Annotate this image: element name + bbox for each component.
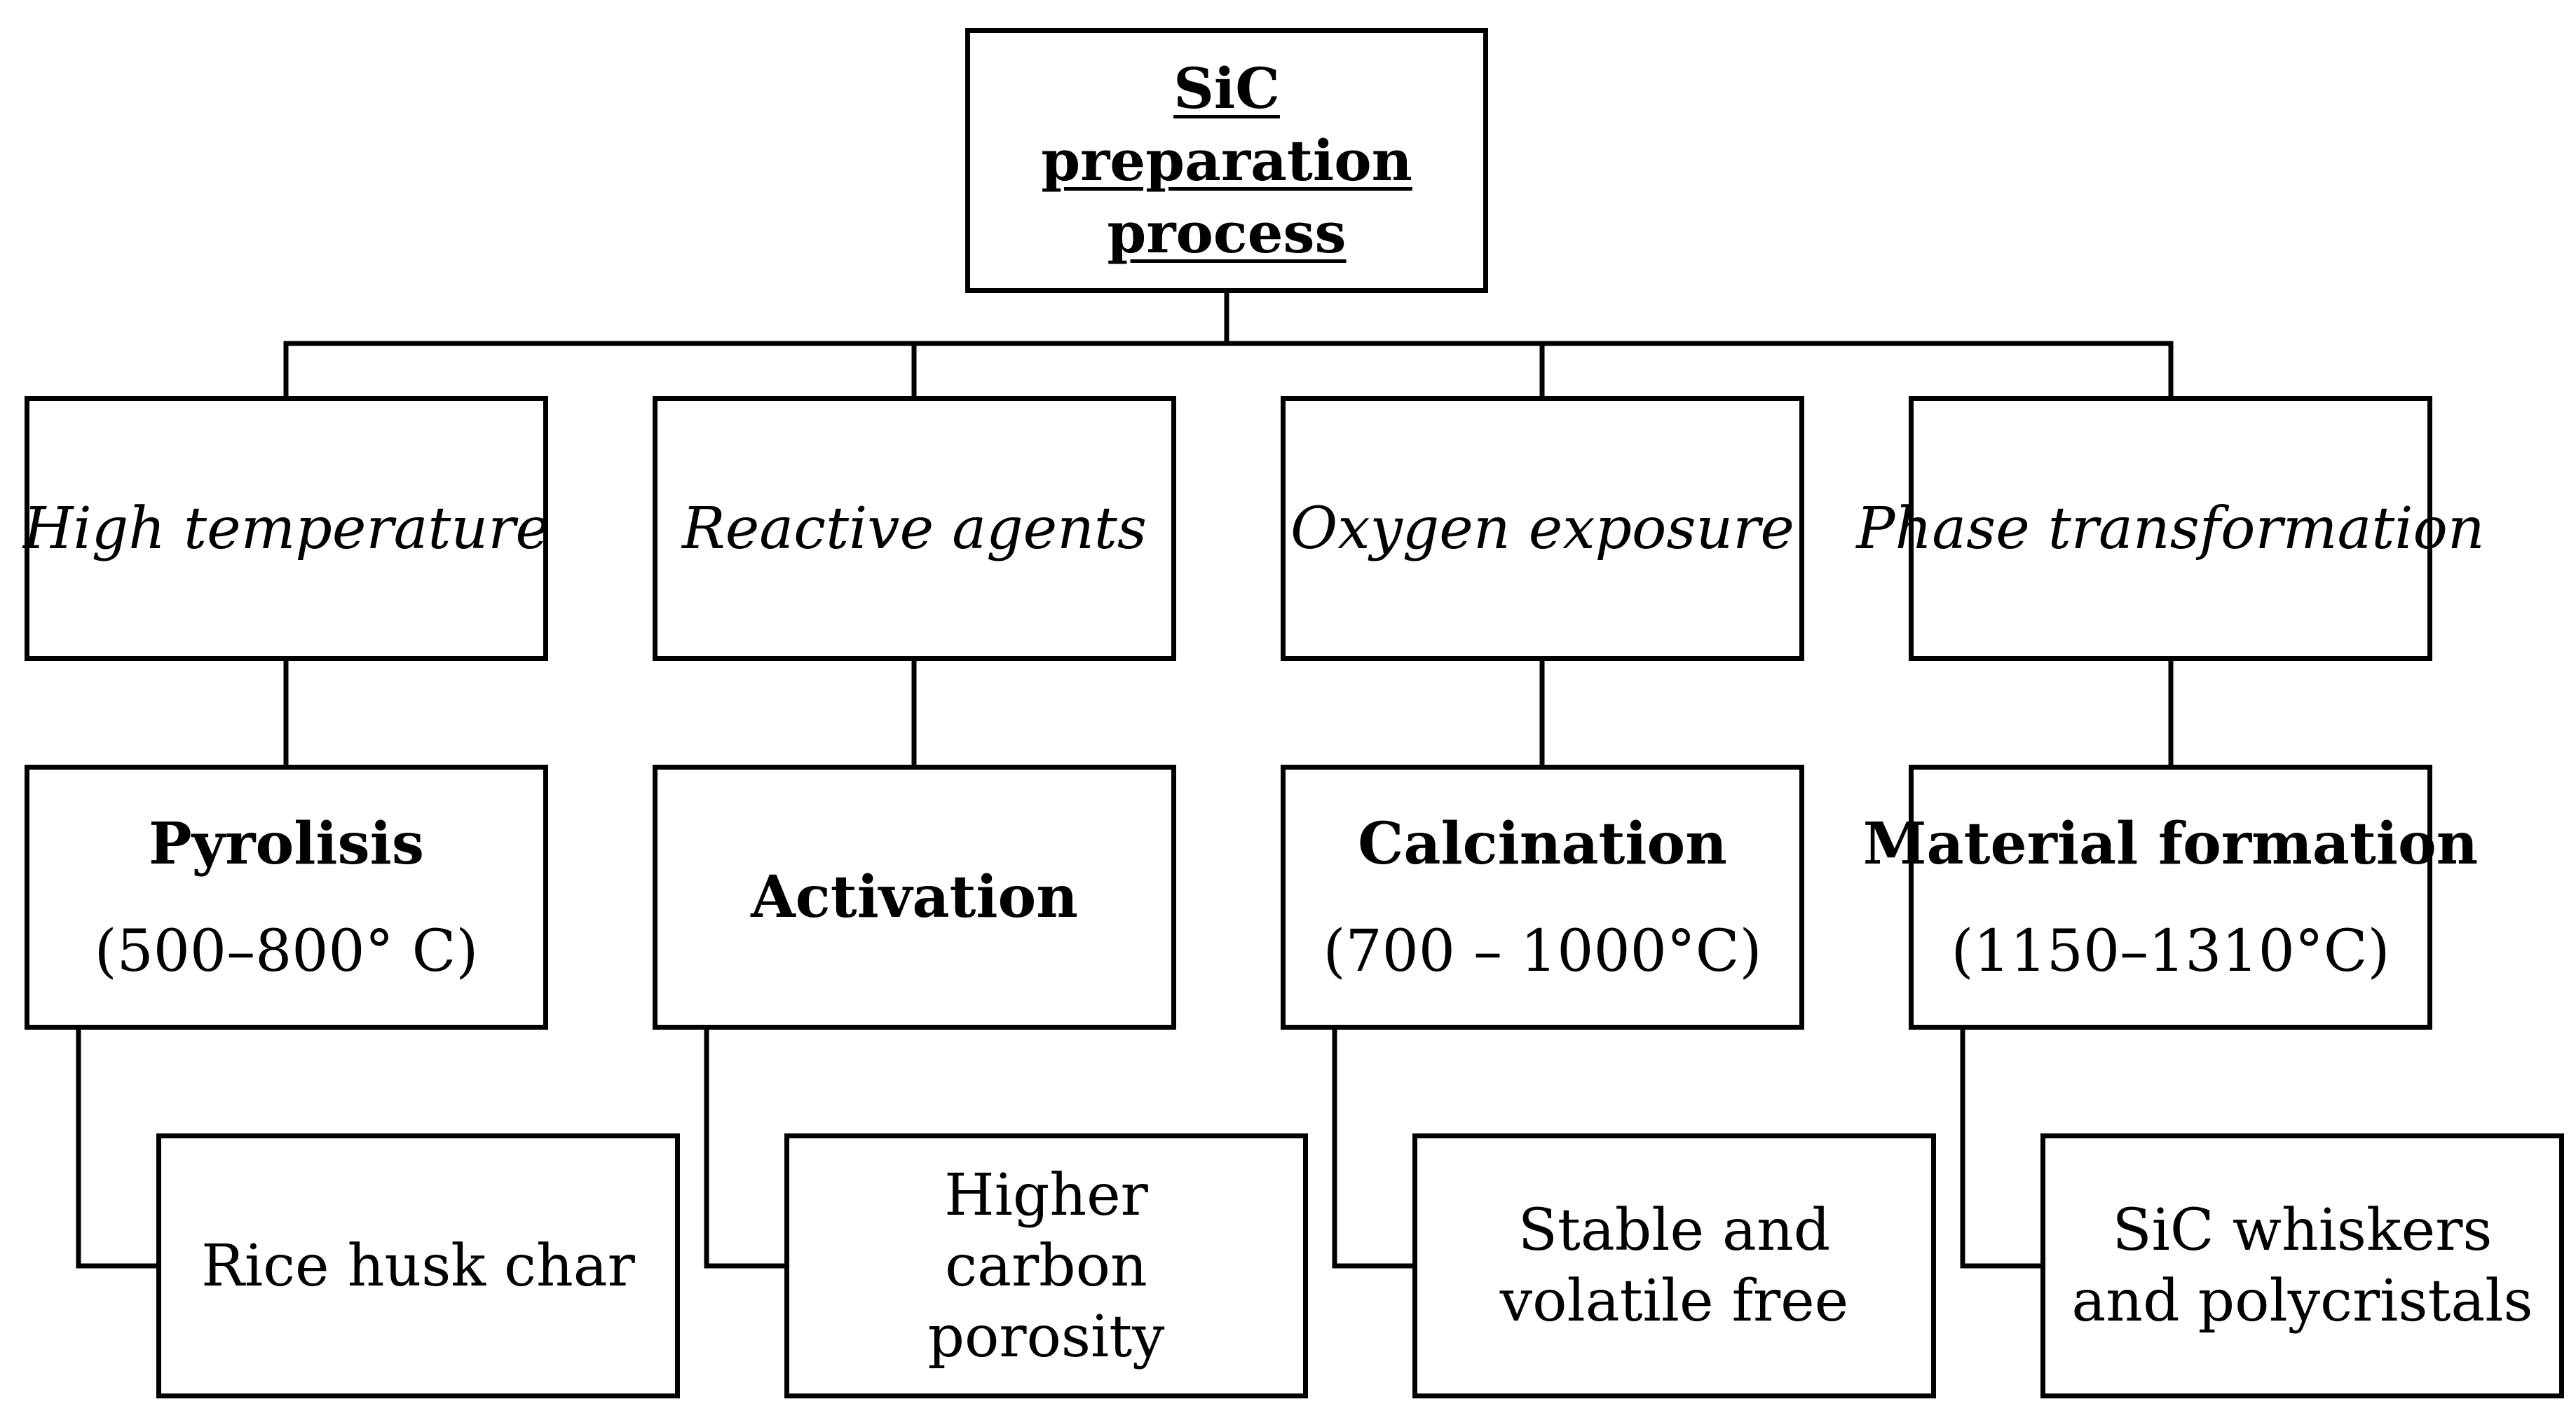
- result-label: Rice husk char: [201, 1232, 635, 1300]
- result-node-rice-husk-char: Rice husk char: [156, 1133, 680, 1398]
- connector-step-2-to-result-2: [1332, 1027, 1415, 1269]
- step-node-activation: Activation: [653, 765, 1176, 1030]
- step-temperature: (500–800° C): [94, 918, 479, 985]
- result-label: Higher carbon porosity: [927, 1161, 1165, 1370]
- step-name: Activation: [751, 864, 1078, 931]
- root-title: SiC preparation process: [1041, 55, 1412, 266]
- step-node-material-formation: Material formation (1150–1310°C): [1863, 765, 2478, 1030]
- result-label: Stable and volatile free: [1499, 1197, 1849, 1335]
- connector-step-3-to-result-3: [1960, 1027, 2043, 1269]
- root-node: SiC preparation process: [965, 28, 1488, 293]
- factor-label: High temperature: [23, 495, 550, 562]
- step-node-pyrolisis: Pyrolisis (500–800° C): [25, 765, 548, 1030]
- result-node-higher-carbon-porosity: Higher carbon porosity: [784, 1133, 1308, 1398]
- connector-step-1-to-result-1: [704, 1027, 787, 1269]
- result-node-stable-volatile-free: Stable and volatile free: [1412, 1133, 1936, 1398]
- factor-label: Oxygen exposure: [1290, 495, 1794, 562]
- factor-node-high-temperature: High temperature: [23, 396, 550, 661]
- factor-label: Phase transformation: [1856, 495, 2485, 562]
- step-name: Calcination: [1358, 810, 1727, 878]
- factor-node-reactive-agents: Reactive agents: [653, 396, 1176, 661]
- step-node-calcination: Calcination (700 – 1000°C): [1281, 765, 1804, 1030]
- factor-node-oxygen-exposure: Oxygen exposure: [1281, 396, 1804, 661]
- factor-label: Reactive agents: [682, 495, 1147, 562]
- step-name: Material formation: [1862, 810, 2479, 878]
- result-label: SiC whiskers and polycristals: [2071, 1197, 2533, 1335]
- step-name: Pyrolisis: [149, 810, 424, 878]
- result-node-sic-whiskers: SiC whiskers and polycristals: [2040, 1133, 2564, 1398]
- step-temperature: (700 – 1000°C): [1323, 918, 1762, 985]
- step-temperature: (1150–1310°C): [1951, 918, 2390, 985]
- factor-node-phase-transformation: Phase transformation: [1856, 396, 2485, 661]
- connector-step-0-to-result-0: [76, 1027, 159, 1269]
